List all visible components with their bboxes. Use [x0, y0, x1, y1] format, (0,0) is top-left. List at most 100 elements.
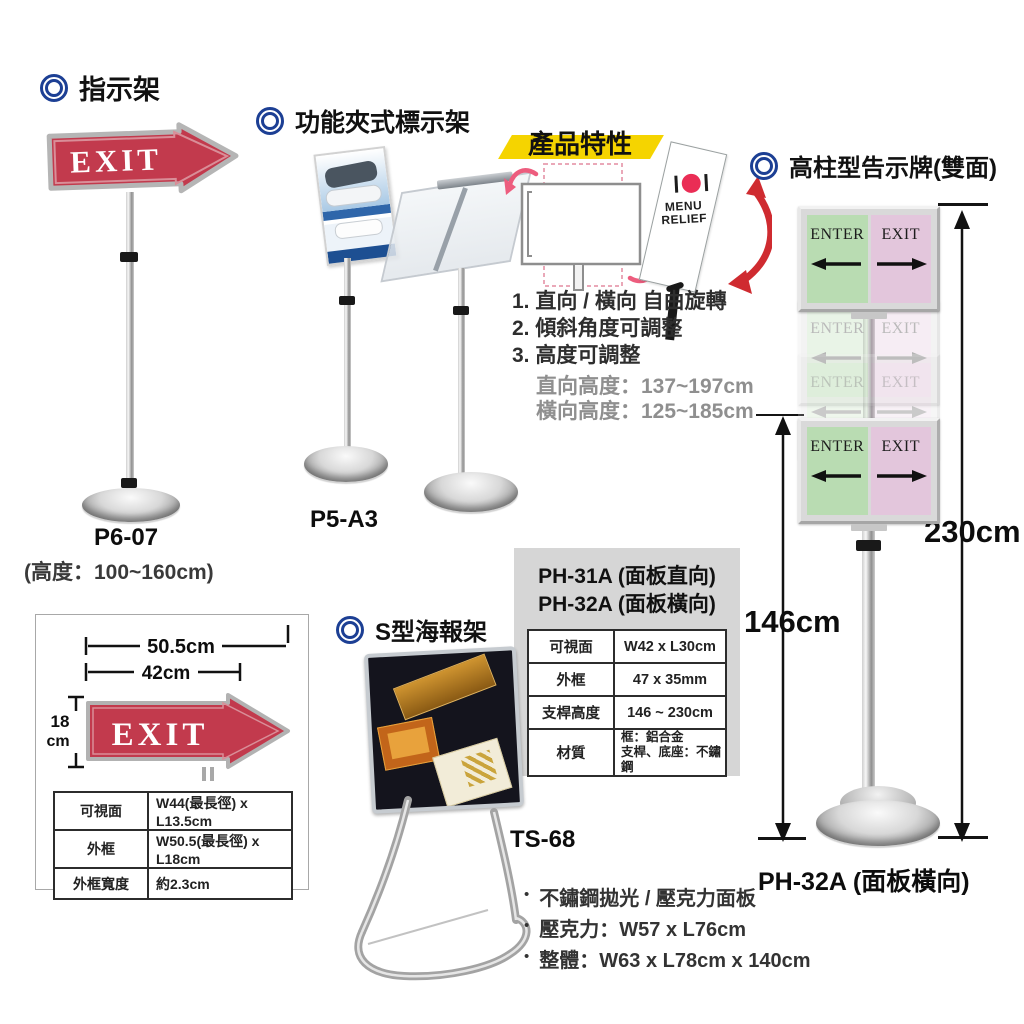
- spec-label: 材質: [527, 728, 615, 777]
- feature-height-1: 直向高度：137~197cm: [536, 375, 754, 398]
- bullet-dot-icon: •: [524, 917, 530, 934]
- feature-banner-text: 產品特性: [528, 129, 633, 159]
- spec-value: 146 ~ 230cm: [613, 695, 727, 730]
- acrylic-stand-base: [424, 472, 518, 512]
- dim-height-num: 18: [51, 712, 70, 731]
- ph-title-2: PH-32A (面板橫向): [538, 593, 716, 616]
- spec-label: 可視面: [53, 791, 149, 831]
- bullet-text: 整體：W63 x L78cm x 140cm: [539, 950, 811, 972]
- spec-label: 外框: [53, 829, 149, 869]
- flip-arrow-icon: [728, 176, 772, 294]
- acrylic-stand-pole: [458, 268, 465, 480]
- rotate-arrow-icon: [507, 168, 539, 187]
- column-main-pole: [862, 530, 875, 798]
- rotation-diagram: [504, 163, 662, 291]
- left-arrow-icon: [811, 470, 862, 482]
- right-arrow-icon: [876, 470, 927, 482]
- pointer-stand-pole: [126, 192, 134, 492]
- bullet-text: 壓克力：W57 x L76cm: [539, 919, 746, 941]
- right-arrow-icon: [876, 406, 927, 418]
- enter-label: ENTER: [810, 320, 865, 337]
- dim-outer-label: 50.5cm: [147, 636, 215, 658]
- ph-title-1: PH-31A (面板直向): [538, 565, 716, 588]
- s-stand-poster: [363, 646, 525, 814]
- poster-gold-case: [392, 653, 497, 721]
- pointer-height-note: (高度：100~160cm): [24, 561, 214, 584]
- spec-value-line: 框：鋁合金: [621, 730, 684, 744]
- spec-value: 約2.3cm: [147, 867, 293, 900]
- pointer-model-label: P6-07: [94, 524, 159, 551]
- column-section-title: 高柱型告示牌(雙面): [750, 148, 997, 183]
- pointer-stand-clamp: [121, 478, 137, 488]
- ph-spec-box: PH-31A (面板直向) PH-32A (面板橫向) 可視面 W42 x L3…: [514, 548, 740, 777]
- bullet-dot-icon: •: [524, 886, 530, 903]
- column-base: [816, 800, 940, 846]
- section-title-text: 指示架: [79, 75, 160, 105]
- column-pole-knob: [856, 540, 881, 551]
- right-arrow-icon: [876, 352, 927, 364]
- spec-value: 47 x 35mm: [613, 662, 727, 697]
- ph-spec-table: 可視面 W42 x L30cm 外框 47 x 35mm 支桿高度 146 ~ …: [527, 629, 727, 777]
- clip-model-label: P5-A3: [310, 506, 379, 533]
- feature-item-1: 1. 直向 / 橫向 自由旋轉: [512, 290, 727, 313]
- spec-value: W42 x L30cm: [613, 629, 727, 664]
- clip-section-title: 功能夾式標示架: [256, 103, 470, 139]
- dim-label-146: 146cm: [744, 604, 841, 639]
- exit-label: EXIT: [881, 226, 920, 243]
- section-title-text: S型海報架: [375, 619, 488, 646]
- section-bullet-icon: [40, 73, 68, 102]
- dim-inner-label: 42cm: [142, 663, 191, 684]
- dim-height-unit: cm: [46, 733, 69, 750]
- exit-sign-text: EXIT: [70, 141, 163, 179]
- pointer-stand-knob: [120, 252, 138, 262]
- pointer-section-title: 指示架: [40, 68, 160, 107]
- left-arrow-icon: [811, 258, 862, 270]
- car-poster: [313, 146, 399, 266]
- panel-tab: [851, 312, 887, 319]
- dim-label-230: 230cm: [924, 514, 1021, 549]
- poster-car-shape: [334, 217, 384, 240]
- acrylic-stand-knob: [453, 306, 469, 315]
- spec-label: 外框: [527, 662, 615, 697]
- exit-label: EXIT: [881, 320, 920, 337]
- panel-tab: [851, 524, 887, 531]
- dim-arrow-146: [775, 416, 791, 842]
- fork-icon: [673, 175, 678, 193]
- exit-dimension-diagram: 50.5cm 42cm 18 cm EXIT: [46, 625, 290, 781]
- s-stand-bullets: • 不鏽鋼拋光 / 壓克力面板 • 壓克力：W57 x L76cm • 整體：W…: [524, 882, 811, 975]
- feature-item-3: 3. 高度可調整: [512, 344, 641, 367]
- section-title-text: 功能夾式標示架: [295, 109, 471, 137]
- section-bullet-icon: [336, 615, 364, 644]
- section-bullet-icon: [256, 107, 284, 135]
- clip-stand-base: [304, 446, 388, 482]
- bullet-dot-icon: •: [524, 948, 530, 965]
- s-section-title: S型海報架: [336, 612, 487, 647]
- s-model-label: TS-68: [510, 826, 576, 853]
- exit-sign-text: EXIT: [112, 717, 209, 753]
- clip-stand-knob: [339, 296, 355, 305]
- pointer-stand-base: [82, 488, 180, 522]
- exit-arrow-sign: EXIT: [46, 122, 239, 194]
- section-bullet-icon: [750, 151, 778, 180]
- column-sign-stack: ENTER EXIT ENTER EXIT: [798, 206, 940, 536]
- exit-dimension-box: 50.5cm 42cm 18 cm EXIT 可視面: [35, 614, 309, 900]
- right-arrow-icon: [876, 258, 927, 270]
- column-model-caption: PH-32A (面板橫向): [758, 868, 970, 896]
- spec-value: W44(最長徑) x L13.5cm: [147, 791, 293, 831]
- spec-label: 支桿高度: [527, 695, 615, 730]
- section-title-text: 高柱型告示牌(雙面): [789, 155, 997, 182]
- entry-exit-panel-bottom: ENTER EXIT: [798, 418, 940, 524]
- entry-exit-panel-ghost: ENTER EXIT: [798, 300, 940, 406]
- spec-label: 可視面: [527, 629, 615, 664]
- left-arrow-icon: [811, 352, 862, 364]
- dim-tick: [756, 414, 804, 416]
- spec-value: W50.5(最長徑) x L18cm: [147, 829, 293, 869]
- dim-arrow-230: [954, 210, 970, 842]
- clip-stand-pole: [344, 258, 351, 454]
- left-arrow-icon: [811, 406, 862, 418]
- enter-label: ENTER: [810, 226, 865, 243]
- exit-spec-table: 可視面 W44(最長徑) x L13.5cm 外框 W50.5(最長徑) x L…: [53, 791, 293, 900]
- exit-label: EXIT: [881, 438, 920, 455]
- spec-value-line: 支桿、底座：不鏽鋼: [621, 745, 722, 774]
